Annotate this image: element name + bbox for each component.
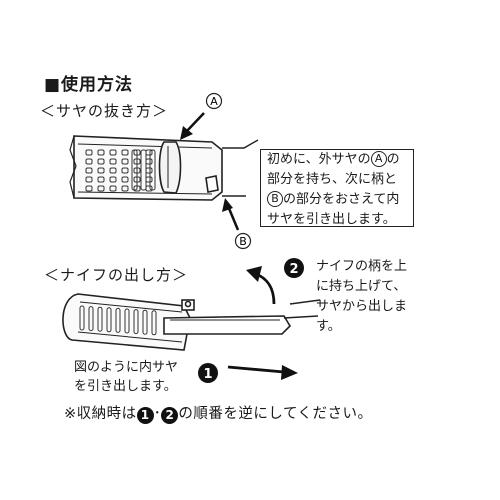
grip-slot <box>131 149 138 191</box>
step2-line: サヤから出しま <box>316 299 408 314</box>
note-step1-badge: 1 <box>136 407 154 424</box>
label-a-pointer: A <box>180 92 223 140</box>
step1-text: 図のように内サヤ を引き出します。 <box>74 358 178 396</box>
grip-dot <box>97 185 105 192</box>
grip-dot <box>97 167 105 174</box>
section-title-sheath-removal: ＜サヤの抜き方＞ <box>40 102 169 120</box>
grip-slot <box>140 149 147 191</box>
grip-dot <box>85 158 93 165</box>
step2-curved-arrow <box>246 266 276 305</box>
grip-dot <box>85 176 93 183</box>
grip-dot <box>109 167 117 174</box>
grip-slot <box>149 149 156 191</box>
knife-illustration <box>62 293 321 351</box>
grip-dot <box>109 176 117 183</box>
grip-dot <box>97 149 105 156</box>
grip-slot <box>142 309 148 335</box>
step2-line: に持ち上げて、 <box>316 279 407 294</box>
section-title-knife-extraction: ＜ナイフの出し方＞ <box>44 266 189 284</box>
note-separator: ･ <box>153 406 162 422</box>
usage-heading: ■使用方法 <box>44 75 134 95</box>
inline-label-b: B <box>267 191 283 207</box>
step1-line: を引き出します。 <box>74 379 177 394</box>
step1-line: 図のように内サヤ <box>74 360 179 375</box>
note-prefix: ※収納時は <box>64 406 137 422</box>
grip-dot <box>121 158 129 165</box>
grip-dot <box>85 185 93 192</box>
step2-number: 2 <box>289 262 298 277</box>
grip-slot <box>115 307 121 333</box>
grip-slot <box>133 309 139 335</box>
grip-slot <box>106 307 112 333</box>
grip-dot <box>85 149 93 156</box>
grip-dot <box>109 158 117 165</box>
step2-line: す。 <box>316 319 341 334</box>
instruction-line-2: 部分を持ち、次に柄と <box>267 172 398 187</box>
step2-text: ナイフの柄を上 に持ち上げて、 サヤから出しま す。 <box>316 257 407 337</box>
grip-slot <box>79 305 85 331</box>
step2-line: ナイフの柄を上 <box>316 259 408 274</box>
step1-arrow <box>227 365 298 380</box>
grip-dot <box>109 185 117 192</box>
grip-dot <box>121 176 129 183</box>
grip-dot <box>85 167 93 174</box>
grip-dot <box>97 176 105 183</box>
grip-dot <box>121 149 129 156</box>
knife-grip-pattern <box>79 305 157 336</box>
label-b: B <box>239 235 247 248</box>
label-a: A <box>210 95 218 108</box>
grip-dot <box>121 185 129 192</box>
grip-slot <box>97 306 103 332</box>
grip-slot <box>124 308 130 334</box>
instruction-line-4: サヤを引き出します。 <box>267 212 396 227</box>
grip-dot <box>109 149 117 156</box>
step1-number: 1 <box>203 367 212 382</box>
step2-number-badge: 2 <box>284 258 304 278</box>
grip-dot <box>97 158 105 165</box>
step1-number-badge: 1 <box>198 363 218 383</box>
sheath-grip-pattern <box>85 149 156 192</box>
note-suffix: の順番を逆にしてください。 <box>178 406 373 422</box>
grip-dot <box>121 167 129 174</box>
note-step2-badge: 2 <box>161 407 179 424</box>
inline-label-a: A <box>370 151 387 167</box>
grip-slot <box>88 306 94 332</box>
grip-slot <box>151 310 157 336</box>
label-b-pointer: B <box>222 198 252 250</box>
